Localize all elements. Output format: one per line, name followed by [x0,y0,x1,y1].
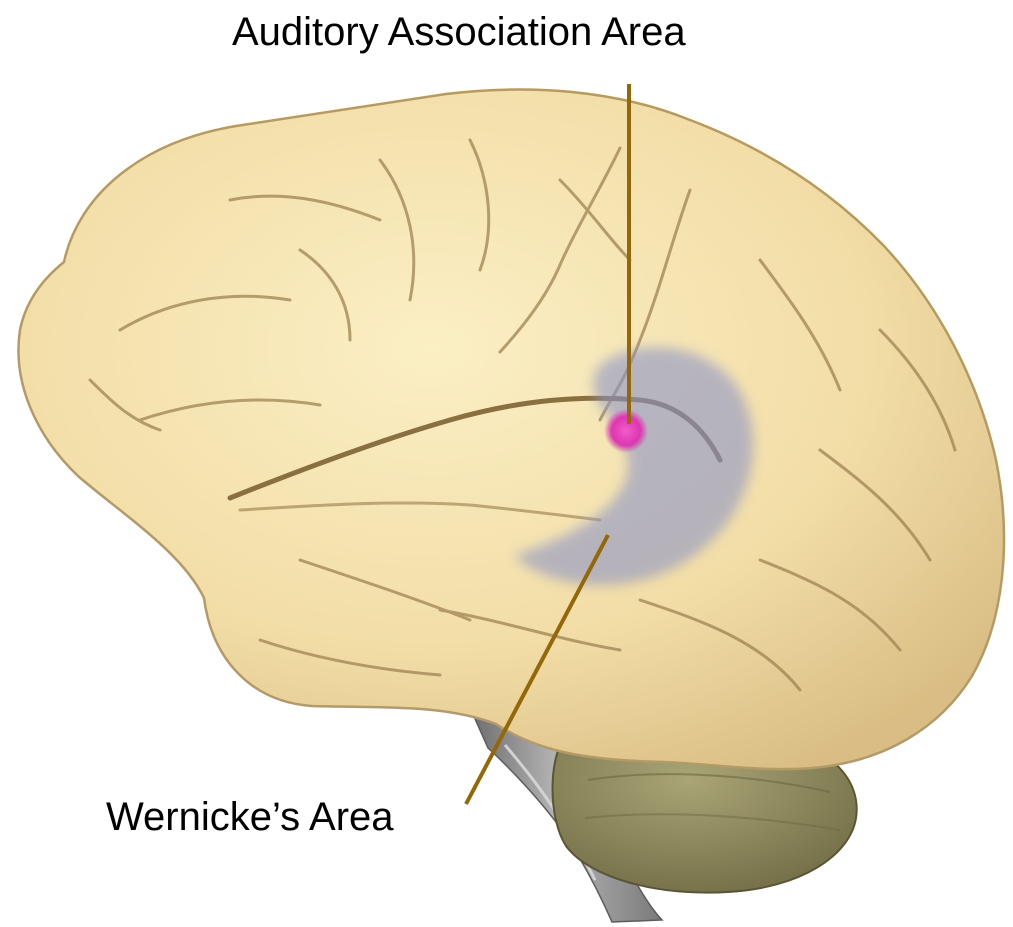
auditory-association-area-label: Auditory Association Area [232,12,686,52]
auditory-association-area-spot [604,409,648,453]
cerebral-cortex [18,90,1004,770]
wernickes-area-label: Wernicke’s Area [106,797,394,837]
